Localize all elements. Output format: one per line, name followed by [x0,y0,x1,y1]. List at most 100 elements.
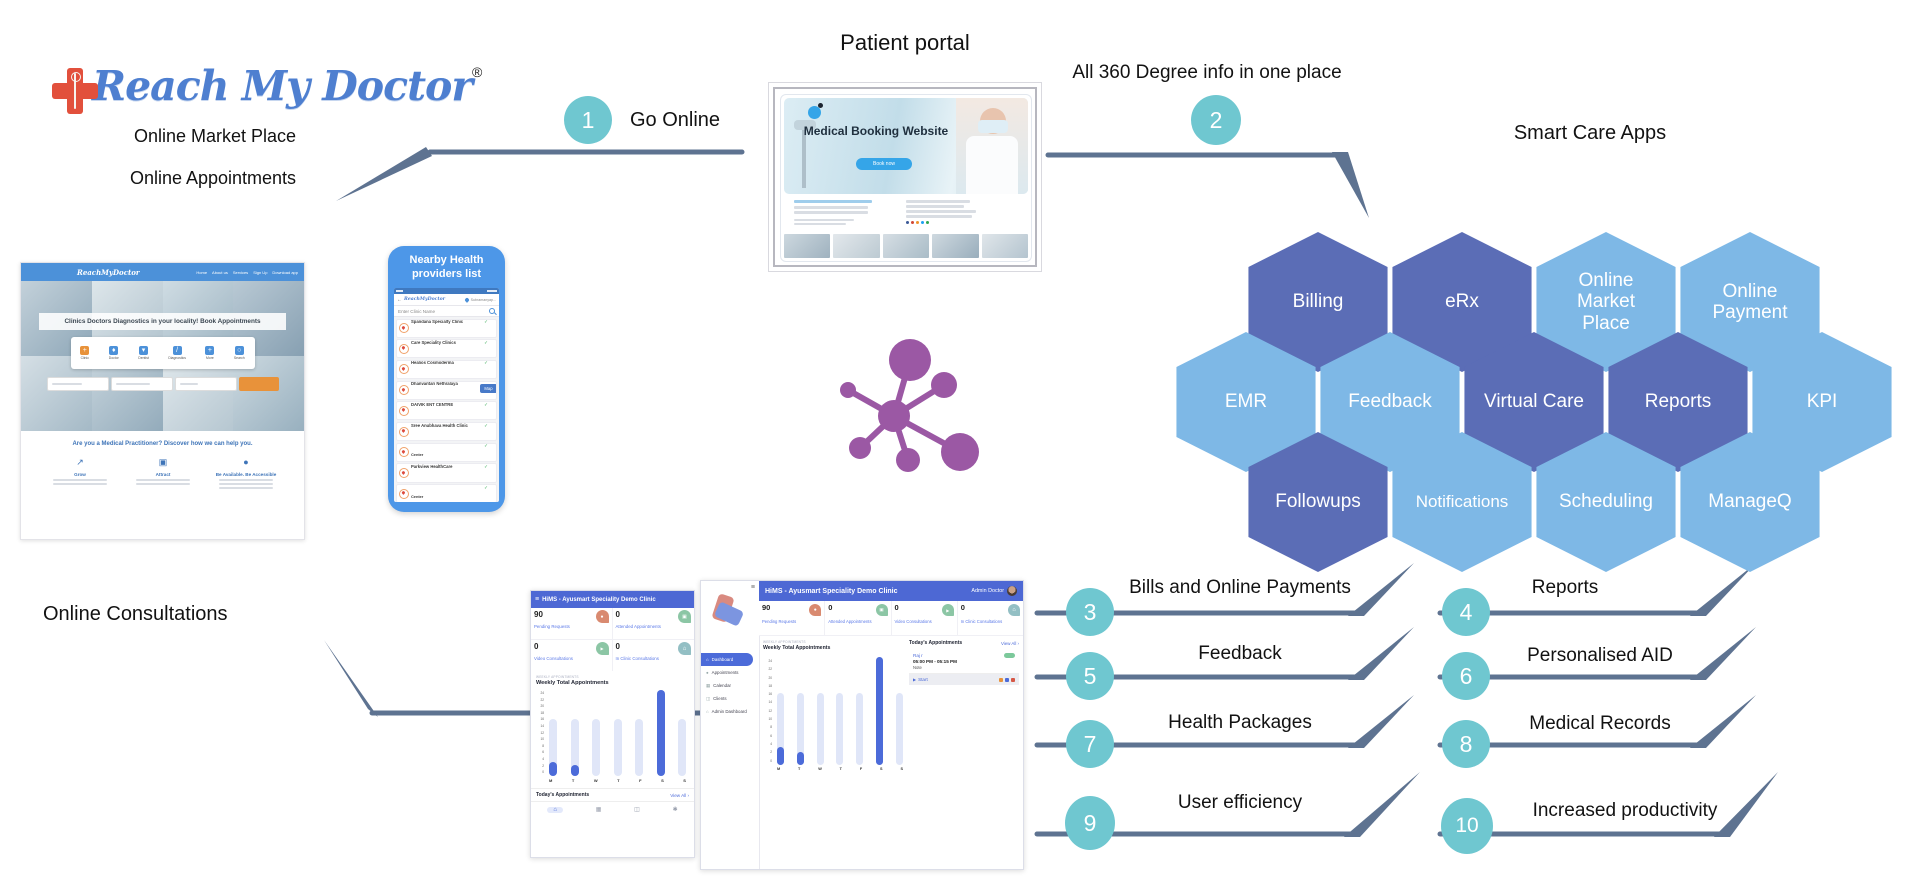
clinic-row[interactable]: Healios CosmodermaRaghuvanahalli ✓Closed [396,359,497,380]
clinic-pin-icon [399,488,409,499]
site-search-button[interactable] [238,377,279,391]
category-label: Doctor [108,356,119,360]
clinic-row[interactable]: Sunrise Health Care & Diagnostic CenterS… [396,484,497,502]
category-more[interactable]: +More [205,346,215,360]
dash2-stats: 90 Pending Requests ● 0 Attended Appoint… [759,601,1023,636]
appointment-actions: ▶ Start [909,674,1019,685]
stat-pending-requests: 90 Pending Requests ● [531,608,613,640]
delete-icon[interactable] [1011,677,1015,682]
stat-attended-appointments: 0 Attended Appointments ▣ [825,601,892,636]
menu-clients[interactable]: ◫Clients [706,695,727,702]
lock-icon[interactable] [999,677,1003,682]
in-clinic-icon: ⌂ [678,642,691,655]
pending-requests-icon: ● [809,604,822,616]
admin-doctor-label[interactable]: Admin Doctor [971,588,1004,594]
hims-desktop-dashboard-screenshot: ≡ ⌂Dashboard ●Appointments ▦Calendar ◫Cl… [700,580,1024,870]
weekly-chart: 24 22 20 18 16 14 12 10 8 6 4 2 0 [763,657,903,765]
site-nav-about[interactable]: About us [212,269,228,275]
category-dentist[interactable]: ▾Dentist [138,346,149,360]
stat-video-consultations: 0 Video Consultations ▶ [531,640,613,671]
site-nav-home[interactable]: Home [196,269,208,275]
phone-location-text[interactable]: Subramanyap... [470,297,496,302]
clinic-row[interactable]: Homoeopathic Clinic & Counselling Center… [396,442,497,462]
site-nav-download[interactable]: Download app [272,269,298,275]
step-circle-1: 1 [564,96,612,144]
step-label-5: Feedback [1198,643,1282,664]
stat-value: 0 [615,610,620,619]
avatar[interactable] [1007,586,1017,596]
category-label: Diagnostics [168,356,186,360]
hexagon-notifications: Notifications [1392,432,1532,572]
hexagon-label: Billing [1292,291,1344,313]
book-now-button[interactable]: Book now [856,158,912,170]
view-all-link[interactable]: View All › [1001,640,1019,646]
step-label-3: Bills and Online Payments [1129,577,1351,598]
phone-logo: ReachMyDoctor [404,297,446,302]
clinic-pin-icon [399,323,409,334]
people-icon[interactable]: ◫ [634,807,640,813]
category-search[interactable]: ○Search [234,346,245,360]
site-nav-services[interactable]: Services [232,269,249,275]
clinic-row[interactable]: Care Speciality ClinicsRaghuvanahalli ✓C… [396,339,497,359]
menu-appointments[interactable]: ●Appointments [706,670,739,675]
category-diagnostics[interactable]: /Diagnostics [168,346,186,360]
wedge-logo [336,147,432,201]
step-circle-4: 4 [1442,588,1490,636]
site-header: ReachMyDoctor Home About us Services Sig… [21,263,304,281]
today-row: Today's Appointments View All › [531,788,694,801]
stat-value: 0 [960,603,965,612]
category-doctor[interactable]: ♦Doctor [109,346,119,360]
calendar-icon[interactable]: ▦ [595,807,602,813]
view-all-link[interactable]: View All › [670,792,689,798]
step-label-6: Personalised AID [1527,645,1673,666]
search-term-input[interactable] [110,377,173,391]
menu-admin-dashboard[interactable]: ⌂Admin Dashboard [706,709,747,714]
attended-appointments-icon: ▣ [875,604,888,616]
search-icon[interactable] [489,308,495,314]
category-clinic[interactable]: +Clinic [80,346,90,360]
gear-icon[interactable]: ✱ [672,807,678,813]
clinic-row[interactable]: Parkview HealthCareUttarahalli ✓Open [396,463,497,483]
map-button[interactable]: Map [480,383,496,393]
appointment-card[interactable]: Raj r 05:00 PM - 05:15 PM Note [909,650,1019,674]
portal-social-icons [906,221,929,224]
clinic-row[interactable]: Spandana Specialty ClinicKanakapura Rd ✓… [396,318,497,338]
in-clinic-icon: ⌂ [1008,604,1020,616]
type-select[interactable] [174,377,237,391]
today-label: Today's Appointments [909,640,963,646]
hamburger-icon[interactable]: ≡ [535,596,540,603]
clinic-name: DAIVIK ENT CENTRE [411,401,454,407]
appointment-patient: Raj r [913,653,923,658]
clinic-search-input[interactable]: Enter Clinic Name [394,306,499,317]
step-circle-7: 7 [1066,720,1114,768]
clinic-pin-icon [399,447,409,458]
back-arrow-icon[interactable]: ← [397,296,402,303]
site-nav-signup[interactable]: Sign Up [253,269,268,275]
site-nav: Home About us Services Sign Up Download … [196,270,298,275]
hexagon-label: Scheduling [1558,491,1654,513]
dash2-main: HiMS - Ayusmart Speciality Demo Clinic A… [759,581,1023,869]
search-icon: ○ [234,346,244,355]
hexagon-label: Online Payment [1712,280,1788,323]
home-icon[interactable]: ⌂ [547,806,563,813]
clinic-row[interactable]: DAIVIK ENT CENTRESubramanyapura ✓Open [396,401,497,421]
location-input[interactable] [46,377,109,391]
menu-calendar[interactable]: ▦Calendar [706,682,731,689]
clinic-row[interactable]: Sree Anubhava Health ClinicSubramanyapur… [396,421,497,442]
edit-icon[interactable] [1005,677,1009,682]
hamburger-icon[interactable]: ≡ [750,584,755,591]
clinic-name: Sunrise Health Care & Diagnostic Center [411,493,424,499]
clinic-name: Parkview HealthCare [411,463,453,469]
pending-requests-icon: ● [595,610,609,623]
phone-app-title: Nearby Health providers list [409,254,484,280]
menu-dashboard[interactable]: ⌂Dashboard [701,653,753,666]
wedge-step2 [1332,152,1369,218]
clinic-name: Spandana Specialty Clinic [411,319,464,325]
dash2-content: WEEKLY APPOINTMENTS Weekly Total Appoint… [759,636,1023,771]
stat-label: Pending Requests [534,624,570,629]
clinic-row[interactable]: Dhanvantari NethralayaGubbalala Map [396,380,497,400]
video-consultations-icon: ▶ [941,604,954,616]
marketplace-website-screenshot: ReachMyDoctor Home About us Services Sig… [20,262,305,540]
start-button[interactable]: Start [918,677,928,682]
wedge-row9 [1344,772,1420,837]
